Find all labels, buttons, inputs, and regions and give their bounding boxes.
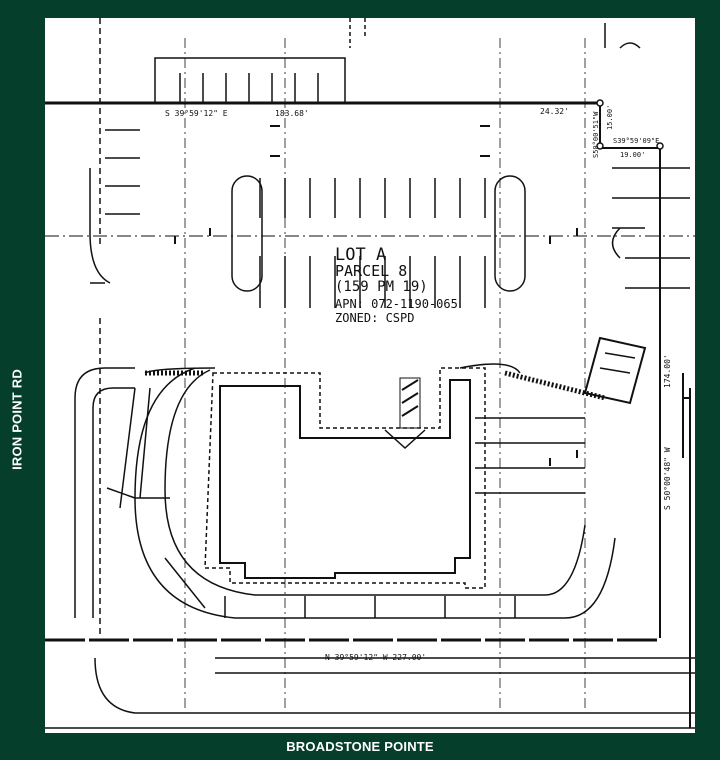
north-distance: 183.68': [275, 109, 309, 118]
building: [144, 336, 647, 589]
street-label-iron-point-rd: IRON POINT RD: [9, 369, 25, 470]
street-label-broadstone-pointe: BROADSTONE POINTE: [286, 739, 434, 754]
parcel-label: PARCEL 8: [335, 262, 407, 280]
plat-reference: (159 PM 19): [335, 279, 428, 295]
site-plan-drawing: LOT A PARCEL 8 (159 PM 19) APN: 072-1190…: [45, 18, 695, 729]
east-step-bearing: S39°59'09"E: [613, 137, 659, 145]
east-side-distance: 174.00': [663, 354, 672, 388]
center-parking-stalls: [105, 129, 690, 494]
north-east-distance: 24.32': [540, 107, 569, 116]
apn-label: APN: 072-1190-065: [335, 297, 458, 311]
east-side-bearing: S 50°00'48" W: [663, 447, 672, 510]
east-upper-distance: 15.00': [606, 105, 614, 130]
east-upper-bearing: S50°00'51"W: [592, 111, 600, 158]
south-bearing: N 39°59'12" W 227.00': [325, 653, 426, 662]
walkway: [74, 367, 616, 619]
north-parking-stalls: [154, 18, 641, 103]
lot-label: LOT A: [335, 245, 386, 265]
east-step-distance: 19.00': [620, 151, 645, 159]
site-plan: LOT A PARCEL 8 (159 PM 19) APN: 072-1190…: [45, 18, 695, 733]
zoning-label: ZONED: CSPD: [335, 311, 414, 325]
property-line-east: [599, 103, 661, 638]
north-bearing: S 39°59'12" E: [165, 109, 228, 118]
